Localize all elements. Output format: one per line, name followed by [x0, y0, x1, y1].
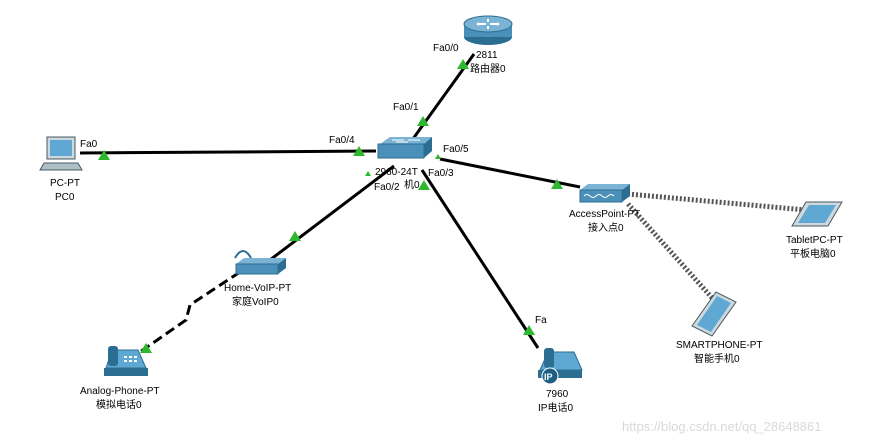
analog-phone-icon: [104, 346, 148, 376]
accesspoint-name-label: 接入点0: [588, 221, 624, 234]
link-pc-switch[interactable]: [79, 149, 377, 155]
link-up-indicator: [140, 343, 152, 353]
link-up-indicator: [365, 171, 371, 176]
ip-phone-device[interactable]: IP 7960 IP电话0: [538, 348, 583, 414]
port-label-switch-fa02: Fa0/2: [374, 182, 400, 193]
ip-phone-icon: IP: [538, 348, 583, 385]
switch-device[interactable]: 2960-24T 机0: [375, 137, 432, 191]
smartphone-device[interactable]: SMARTPHONE-PT 智能手机0: [676, 291, 763, 365]
port-label-switch-fa05: Fa0/5: [443, 144, 469, 155]
smartphone-icon: [691, 291, 737, 337]
link-switch-ipphone[interactable]: [420, 169, 540, 349]
link-switch-homevoip[interactable]: [261, 164, 395, 268]
link-up-indicator: [523, 325, 535, 335]
wireless-link-tablet: [627, 191, 807, 213]
link-up-indicator: [417, 116, 429, 126]
wireless-link-smartphone: [626, 202, 716, 302]
port-label-router-fa00: Fa0/0: [433, 43, 459, 54]
links: [79, 53, 807, 354]
port-label-switch-fa01: Fa0/1: [393, 102, 419, 113]
ipphone-model-label: 7960: [546, 389, 569, 400]
link-homevoip-analogphone[interactable]: [139, 270, 241, 354]
smartphone-name-label: 智能手机0: [694, 352, 740, 365]
homevoip-model-label: Home-VoIP-PT: [224, 283, 291, 294]
pc-model-label: PC-PT: [50, 178, 80, 189]
watermark-text: https://blog.csdn.net/qq_28648861: [622, 419, 822, 434]
tablet-model-label: TabletPC-PT: [786, 235, 843, 246]
port-labels: Fa0/0 Fa0/1 Fa0 Fa0/4 Fa0/5 Fa0/3 Fa0/2 …: [80, 43, 547, 326]
switch-icon: [377, 137, 432, 159]
port-label-switch-fa04: Fa0/4: [329, 135, 355, 146]
accesspoint-model-label: AccessPoint-PT: [569, 209, 640, 220]
link-up-indicator: [551, 179, 563, 189]
router-name-label: 路由器0: [470, 62, 506, 75]
router-model-label: 2811: [476, 50, 498, 61]
switch-model-label: 2960-24T: [375, 167, 418, 178]
smartphone-model-label: SMARTPHONE-PT: [676, 340, 763, 351]
switch-name-label: 机0: [404, 178, 420, 191]
pc-name-label: PC0: [55, 192, 75, 203]
port-label-switch-fa03: Fa0/3: [428, 168, 454, 179]
voip-adapter-icon: [234, 250, 286, 275]
link-up-indicator: [289, 231, 301, 241]
link-status-indicators: [98, 59, 563, 353]
pc-device[interactable]: PC-PT PC0: [39, 136, 83, 203]
port-label-pc-fa0: Fa0: [80, 139, 98, 150]
link-up-indicator: [435, 154, 441, 159]
tablet-device[interactable]: TabletPC-PT 平板电脑0: [786, 201, 843, 260]
tablet-icon: [791, 201, 843, 227]
home-voip-device[interactable]: Home-VoIP-PT 家庭VoIP0: [224, 250, 291, 308]
access-point-icon: [579, 184, 630, 203]
link-up-indicator: [353, 146, 365, 156]
tablet-name-label: 平板电脑0: [790, 247, 836, 260]
link-up-indicator: [98, 150, 110, 160]
link-up-indicator: [457, 59, 469, 69]
homevoip-name-label: 家庭VoIP0: [232, 295, 279, 308]
pc-icon: [39, 136, 83, 171]
router-icon: [463, 15, 513, 45]
port-label-ipphone-fa: Fa: [535, 315, 547, 326]
ipphone-name-label: IP电话0: [538, 401, 573, 414]
link-up-indicator: [418, 180, 430, 190]
analogphone-model-label: Analog-Phone-PT: [80, 386, 160, 397]
analogphone-name-label: 模拟电话0: [96, 398, 142, 411]
router-device[interactable]: 2811 路由器0: [463, 15, 513, 75]
svg-text:IP: IP: [544, 372, 553, 382]
analog-phone-device[interactable]: Analog-Phone-PT 模拟电话0: [80, 346, 160, 411]
access-point-device[interactable]: AccessPoint-PT 接入点0: [569, 184, 640, 234]
